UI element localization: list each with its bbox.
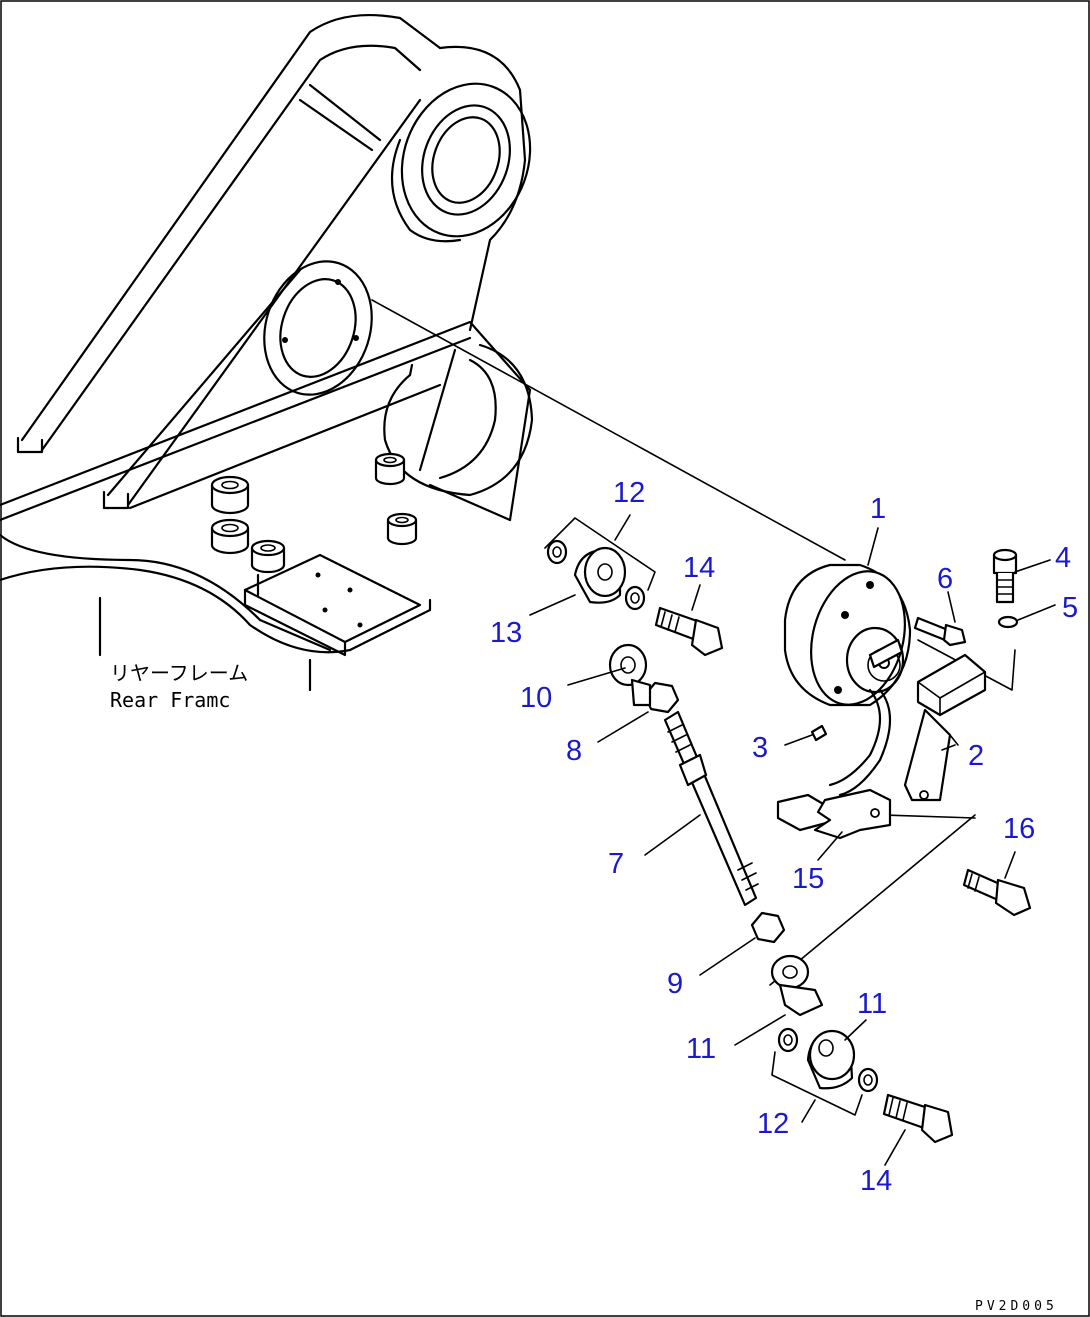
part-1-sensor-body: [776, 563, 912, 832]
part-6-bolt: [913, 616, 967, 647]
callout-3: 3: [752, 732, 768, 764]
callout-9: 9: [667, 968, 683, 1000]
callout-7: 7: [608, 848, 624, 880]
part-3-pin: [810, 724, 828, 742]
callout-2: 2: [968, 740, 984, 772]
drawing-code: PV2D005: [975, 1299, 1058, 1314]
callouts: 1 2 3 4 5 6 7 8 9 10 11 11 12 12 13 14 1…: [490, 477, 1078, 1197]
callout-14-a: 14: [683, 552, 715, 584]
rear-frame: [0, 13, 534, 692]
isolator-mounts: [210, 452, 418, 574]
callout-8: 8: [566, 735, 582, 767]
leader-lines: [529, 514, 1056, 1166]
part-2-bracket: [903, 653, 987, 802]
assembly-lines: [371, 299, 1016, 986]
callout-13: 13: [490, 617, 522, 649]
part-12-washers-lower: [771, 1027, 879, 1116]
callout-15: 15: [792, 863, 824, 895]
part-13-spacer: [573, 546, 627, 604]
part-12-washers-upper: [544, 517, 656, 611]
part-11-spacer: [806, 1029, 856, 1090]
part-14-bolt-lower: [882, 1093, 954, 1144]
part-10-rod-end: [608, 643, 652, 707]
callout-5: 5: [1062, 592, 1078, 624]
callout-6: 6: [937, 563, 953, 595]
callout-4: 4: [1055, 542, 1071, 574]
part-11-rod-end: [770, 954, 824, 1017]
rear-frame-label-jp: リヤーフレーム: [110, 661, 248, 685]
callout-11-b: 11: [857, 988, 887, 1020]
part-14-bolt-upper: [654, 606, 724, 657]
part-15-clip: [813, 788, 892, 840]
callout-11-a: 11: [686, 1033, 716, 1065]
part-16-bolt: [962, 868, 1032, 917]
part-7-rod: [663, 710, 759, 907]
callout-16: 16: [1003, 813, 1035, 845]
callout-10: 10: [520, 682, 552, 714]
rear-frame-label: リヤーフレーム Rear Framc: [110, 661, 248, 712]
part-8-nut: [643, 681, 680, 714]
part-5-washer: [997, 615, 1019, 629]
callout-1: 1: [870, 493, 886, 525]
callout-12-a: 12: [613, 477, 645, 509]
part-4-bolt: [992, 548, 1018, 604]
callout-14-b: 14: [860, 1165, 892, 1197]
part-9-nut: [750, 911, 786, 944]
callout-12-b: 12: [757, 1108, 789, 1140]
rear-frame-label-en: Rear Framc: [110, 688, 230, 712]
